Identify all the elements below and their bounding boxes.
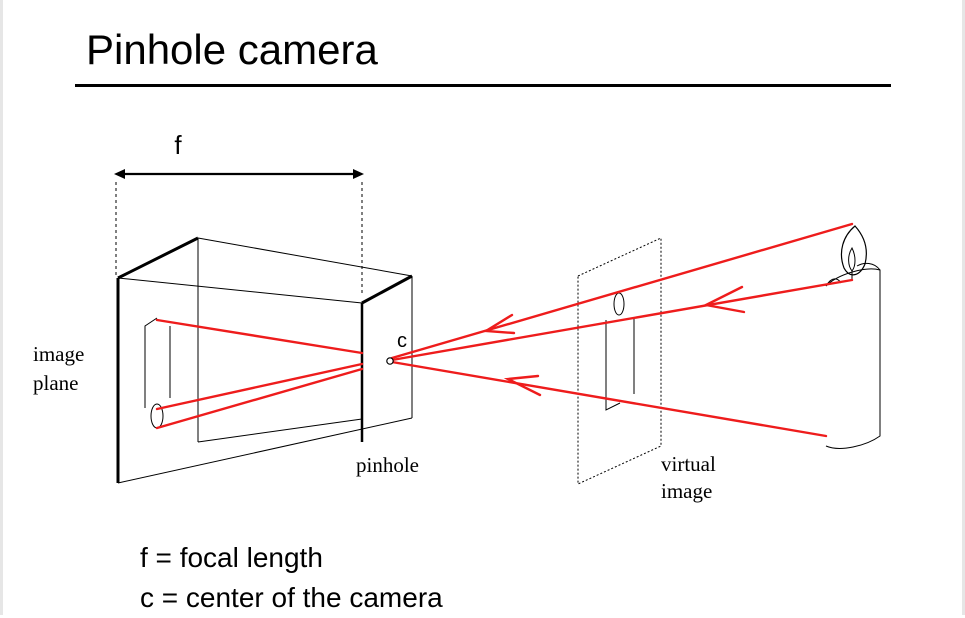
- definition-camera-center: c = center of the camera: [140, 582, 443, 613]
- image-plane-label-line2: plane: [33, 371, 78, 395]
- pinhole-label: pinhole: [356, 453, 419, 477]
- camera-center-label: c: [397, 330, 407, 352]
- definitions-list: f = focal length c = center of the camer…: [140, 538, 443, 618]
- image-plane-label-line1: image: [33, 342, 84, 366]
- inverted-image: [144, 317, 171, 429]
- virtual-image-label-line1: virtual: [661, 452, 716, 476]
- ray-candle-base: [390, 360, 828, 438]
- virtual-image-plane: [577, 237, 662, 485]
- slide-title: Pinhole camera: [86, 26, 378, 73]
- pinhole-dot: [386, 357, 394, 365]
- slide-border-right: [962, 0, 965, 615]
- ray-arrowhead-3: [503, 374, 542, 397]
- candle: [825, 225, 881, 449]
- ray-inside-bottom: [155, 367, 364, 430]
- title-underline: [75, 84, 891, 87]
- focal-length-dimension: f: [114, 130, 364, 294]
- ray-inside-mid: [155, 362, 364, 411]
- camera-box: [116, 236, 413, 484]
- ray-flame-tip: [390, 222, 854, 360]
- ray-inside-top: [155, 318, 364, 355]
- virtual-image-label-line2: image: [661, 479, 712, 503]
- light-rays: [155, 222, 854, 438]
- ray-arrowhead-2: [702, 285, 746, 314]
- focal-length-label: f: [174, 130, 182, 160]
- slide-border-left: [0, 0, 3, 615]
- ray-arrowhead-1: [482, 313, 516, 335]
- ray-flame-base: [390, 278, 854, 362]
- definition-focal-length: f = focal length: [140, 542, 323, 573]
